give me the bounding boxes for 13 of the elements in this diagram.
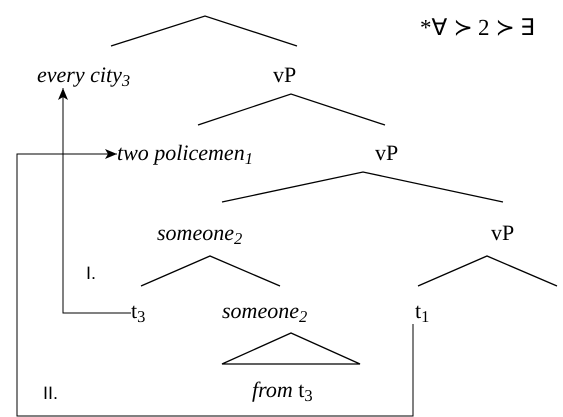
tree-node-label: vP bbox=[491, 220, 514, 245]
movement-arrow bbox=[58, 88, 132, 314]
movement-arrow bbox=[16, 149, 414, 416]
tree-node-label: t$_{1}$ bbox=[415, 298, 430, 323]
tree-node-label: every city$_{3}$ bbox=[37, 62, 130, 87]
tree-node-label: from t$_{3}$ bbox=[252, 377, 313, 402]
tree-node-label: vP bbox=[375, 140, 398, 165]
tree-node-label: t$_{3}$ bbox=[131, 298, 146, 323]
tree-node-label: someone$_{2}$ bbox=[157, 220, 242, 245]
scope-formula: *∀ ≻ 2 ≻ ∃ bbox=[420, 14, 535, 42]
tree-node-label: two policemen$_{1}$ bbox=[117, 140, 253, 165]
tree-node-label: someone$_{2}$ bbox=[222, 298, 308, 323]
tree-node-label: vP bbox=[273, 62, 296, 87]
